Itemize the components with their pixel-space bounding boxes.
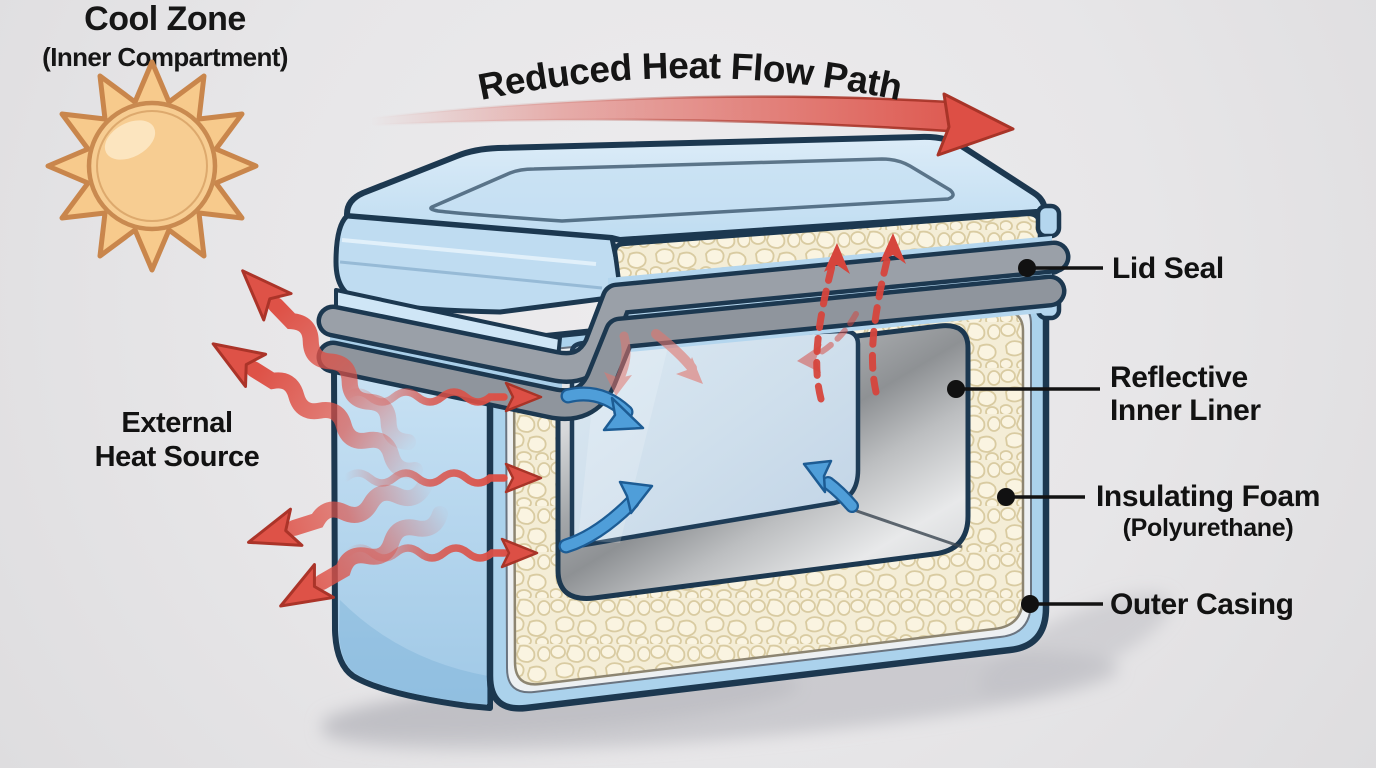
liner-floor-junction-line [844,505,963,549]
penetrating-heat-arrow-1 [342,381,543,413]
callout-lid-seal: Lid Seal [1112,252,1224,285]
reflective-liner-line1: Reflective [1110,361,1248,394]
lid-seal-leak-arrow-2 [868,233,906,396]
lid-seal-text: Lid Seal [1112,252,1224,285]
external-heat-arrows [211,269,543,608]
insulating-foam-dot [997,488,1015,506]
internal-heat-arrow-2 [651,329,703,384]
reflected-heat-wave-arrow-3 [247,479,432,547]
cooler-box [316,133,1071,712]
callout-reflective-inner-liner: Reflective Inner Liner [1110,361,1261,427]
left-face-shading [339,600,488,704]
sun-icon [45,59,259,273]
reflective-liner-line2: Inner Liner [1110,394,1261,427]
reflected-heat-wave-arrow-1 [241,269,416,450]
cool-zone-label: Cool Zone (Inner Compartment) [0,0,330,73]
lid-highlight-line [341,238,597,266]
callout-outer-casing: Outer Casing [1110,588,1294,621]
lid-inset-panel [429,157,955,223]
cool-air-arrow-3 [802,459,859,513]
penetrating-heat-arrow-2 [342,462,543,494]
penetrating-heat-arrow-3 [344,537,539,569]
outer-casing-dot [1021,595,1039,613]
interior-arrows [558,233,906,554]
callout-dots [947,259,1039,613]
lid-seal-leak-return-arrow [797,311,859,373]
outer-casing-text: Outer Casing [1110,588,1294,621]
outer-casing-left-face [331,363,493,711]
lid-seal-dot [1018,259,1036,277]
cool-zone-title: Cool Zone [84,0,246,38]
internal-heat-arrow-1 [604,331,632,396]
callout-insulating-foam: Insulating Foam (Polyurethane) [1090,480,1326,543]
cool-air-arrow-2 [558,480,654,554]
insulating-foam-text: Insulating Foam [1095,480,1320,513]
external-heat-source-label: External Heat Source [58,406,296,474]
reflected-heat-wave-arrow-4 [279,506,448,608]
cool-air-arrow-1 [560,386,645,432]
cool-zone-subtitle: (Inner Compartment) [42,42,288,72]
callout-leaders [956,266,1103,606]
reflective-liner-dot [947,380,965,398]
lid-seal-leak-arrow-1 [813,243,850,403]
reduced-heat-flow-arrow [371,92,1015,157]
external-heat-source-line1: External [121,407,233,439]
insulating-foam-subtext: (Polyurethane) [1122,514,1294,542]
reflected-heat-wave-arrow-2 [211,342,423,479]
external-heat-source-line2: Heat Source [94,441,260,473]
lid-groove-line [339,260,603,290]
